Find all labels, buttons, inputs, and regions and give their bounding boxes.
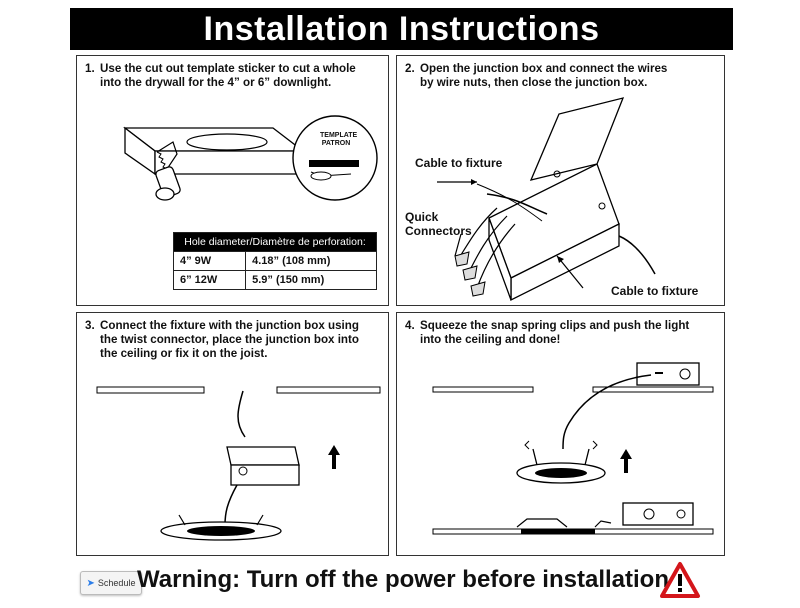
junction-box-illustration	[437, 97, 656, 302]
step-number: 4.	[405, 319, 415, 332]
hole-diameter-table: Hole diameter/Diamètre de perforation: 4…	[172, 232, 377, 290]
table-header: Hole diameter/Diamètre de perforation:	[173, 232, 377, 252]
drywall-cutting-illustration	[123, 115, 378, 201]
page-title: Installation Instructions	[70, 8, 733, 50]
step-number: 2.	[405, 62, 415, 75]
step-line: Use the cut out template sticker to cut …	[100, 62, 356, 75]
cable-to-fixture-label: Cable to fixture	[415, 156, 503, 170]
table-cell: 5.9” (150 mm)	[245, 270, 377, 290]
table-cell: 4” 9W	[172, 251, 247, 271]
template-label: TEMPLATE PATRON	[320, 132, 357, 148]
step-1-panel: 1. Use the cut out template sticker to cu…	[76, 55, 389, 306]
step-line: the twist connector, place the junction …	[100, 333, 359, 346]
step-2-panel: 2. Open the junction box and connect the …	[396, 55, 725, 306]
schedule-button-label: Schedule	[97, 578, 136, 588]
template-label-line: TEMPLATE	[320, 132, 358, 139]
step-number: 3.	[85, 319, 95, 332]
warning-triangle-icon	[660, 562, 700, 598]
quick-connectors-line: Connectors	[405, 224, 472, 238]
step-line: by wire nuts, then close the junction bo…	[420, 76, 648, 89]
step-2-text: 2. Open the junction box and connect the …	[405, 62, 716, 90]
step-1-text: 1. Use the cut out template sticker to cu…	[85, 62, 380, 90]
step-4-panel: 4. Squeeze the snap spring clips and push…	[396, 312, 725, 556]
step-4-text: 4. Squeeze the snap spring clips and push…	[405, 319, 716, 347]
table-cell: 6” 12W	[172, 270, 247, 290]
snap-clip-illustration	[432, 362, 714, 535]
step-line: into the ceiling and done!	[420, 333, 561, 346]
table-row: 4” 9W 4.18” (108 mm)	[172, 251, 377, 271]
cable-to-fixture-label: Cable to fixture	[611, 284, 699, 298]
step-line: Open the junction box and connect the wi…	[420, 62, 668, 75]
template-label-line: PATRON	[321, 140, 351, 147]
quick-connectors-line: Quick	[405, 210, 439, 224]
schedule-button[interactable]: ➤ Schedule	[80, 571, 142, 595]
step-line: Connect the fixture with the junction bo…	[100, 319, 359, 332]
table-row: 6” 12W 5.9” (150 mm)	[172, 270, 377, 290]
fixture-connection-illustration	[96, 386, 381, 541]
schedule-icon: ➤	[86, 577, 95, 589]
quick-connectors-label: Quick Connectors	[405, 210, 472, 238]
warning-text: Warning: Turn off the power before insta…	[137, 566, 669, 593]
step-line: the ceiling or fix it on the joist.	[100, 347, 268, 360]
step-line: Squeeze the snap spring clips and push t…	[420, 319, 690, 332]
step-3-panel: 3. Connect the fixture with the junction …	[76, 312, 389, 556]
step-line: into the drywall for the 4” or 6” downli…	[100, 76, 332, 89]
table-cell: 4.18” (108 mm)	[245, 251, 377, 271]
step-number: 1.	[85, 62, 95, 75]
step-3-text: 3. Connect the fixture with the junction …	[85, 319, 380, 361]
